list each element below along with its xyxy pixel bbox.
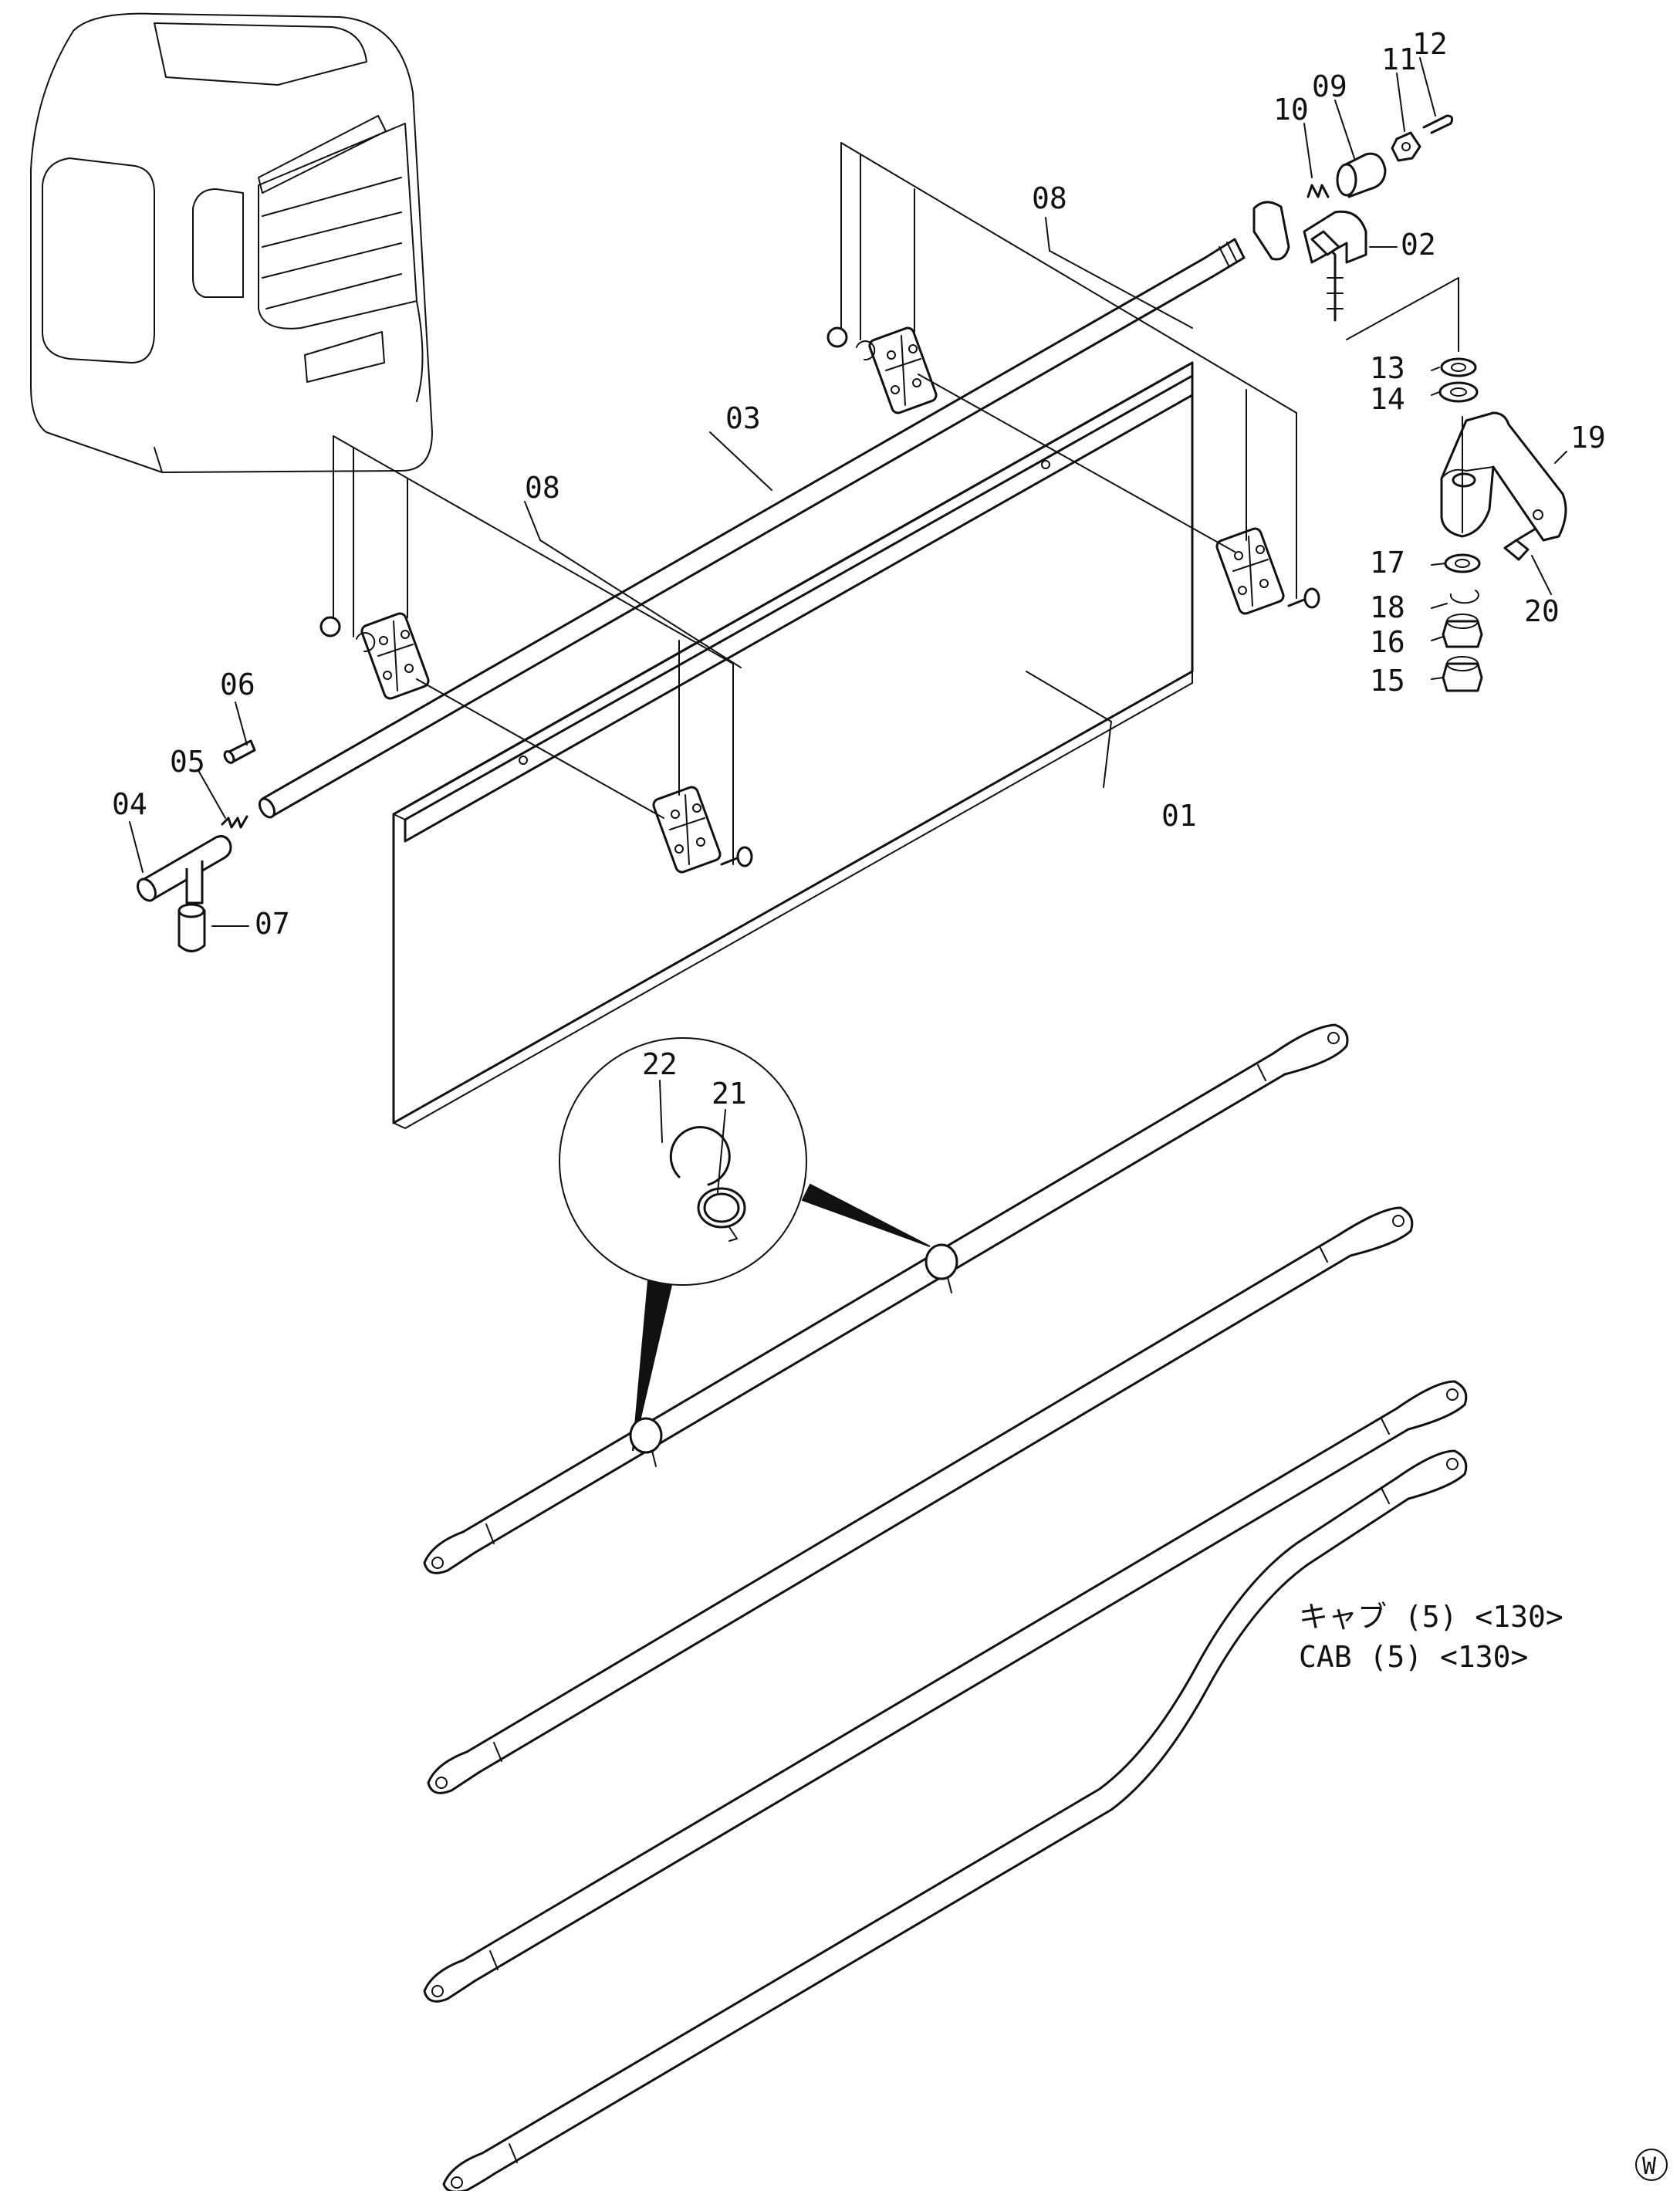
rod-03	[259, 238, 1246, 819]
leader-lines-08	[333, 142, 1297, 865]
hinge-left-bottom	[652, 786, 722, 874]
rod-4	[442, 1449, 1468, 2191]
label-22: 22	[642, 1047, 678, 1081]
label-08-left: 08	[525, 471, 560, 505]
label-10: 10	[1273, 93, 1309, 127]
hardware-stack	[1438, 357, 1537, 692]
label-07: 07	[255, 907, 290, 941]
hinge-right-top	[868, 326, 938, 414]
label-06: 06	[220, 668, 255, 702]
rod-1	[423, 1023, 1349, 1574]
label-01: 01	[1161, 799, 1197, 833]
reference-en: CAB (5) <130>	[1299, 1640, 1528, 1674]
reference-jp: キャブ (5) <130>	[1299, 1600, 1563, 1634]
pin-06	[223, 739, 256, 764]
detail-circle	[559, 1037, 931, 1452]
label-16: 16	[1370, 625, 1405, 659]
label-19: 19	[1570, 421, 1606, 455]
latch-assembly	[1252, 114, 1454, 322]
label-03: 03	[725, 401, 761, 435]
label-14: 14	[1370, 382, 1405, 416]
label-09: 09	[1312, 69, 1347, 103]
hinge-left-top	[360, 612, 430, 700]
corner-mark-letter: W	[1642, 2153, 1657, 2180]
rod-3	[423, 1380, 1468, 2003]
label-18: 18	[1370, 590, 1405, 624]
part-labels: 01 02 03 04 05 06 07 08 08 09 10 11 12 1…	[112, 27, 1606, 1111]
label-08-right: 08	[1032, 181, 1067, 215]
panel-01	[392, 361, 1194, 1129]
rod-2	[427, 1206, 1414, 1794]
label-20: 20	[1524, 594, 1560, 628]
reference-note: キャブ (5) <130> CAB (5) <130>	[1299, 1600, 1563, 1674]
label-12: 12	[1412, 27, 1448, 61]
leader-lines	[129, 57, 1567, 1193]
label-02: 02	[1401, 228, 1436, 262]
grip-07	[177, 903, 206, 952]
hinge-hardware	[319, 326, 1320, 867]
bracket-19	[1440, 411, 1567, 542]
hinge-right-bottom	[1215, 527, 1285, 615]
label-04: 04	[112, 787, 147, 821]
leader-02	[1346, 277, 1459, 352]
label-11: 11	[1381, 42, 1417, 76]
cab-thumbnail	[30, 12, 433, 473]
spring-05	[221, 815, 248, 829]
label-17: 17	[1370, 546, 1405, 580]
label-13: 13	[1370, 351, 1405, 385]
label-21: 21	[712, 1077, 747, 1111]
corner-mark: W	[1635, 2149, 1668, 2181]
label-15: 15	[1370, 664, 1405, 698]
t-handle-04	[137, 835, 232, 904]
label-05: 05	[170, 745, 205, 779]
